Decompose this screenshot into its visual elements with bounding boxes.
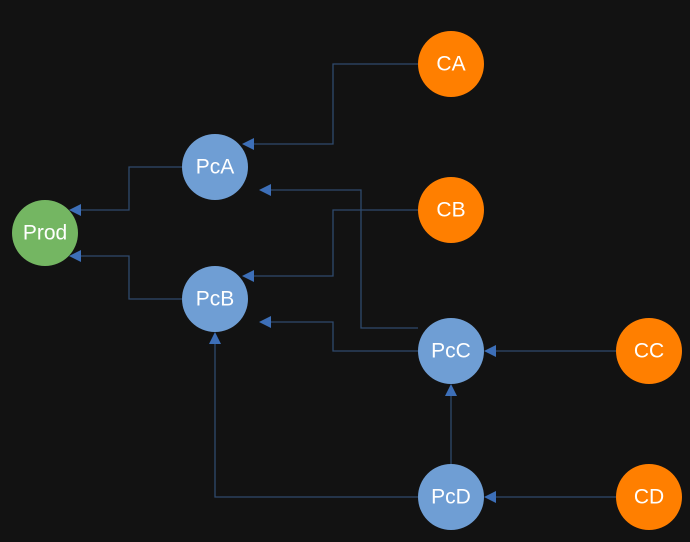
edge-pcc-to-pca bbox=[259, 184, 418, 329]
node-cb[interactable]: CB bbox=[418, 177, 484, 243]
node-label: CA bbox=[436, 53, 465, 76]
node-label: CD bbox=[634, 486, 664, 509]
node-prod[interactable]: Prod bbox=[12, 200, 78, 266]
node-circle bbox=[418, 464, 484, 530]
edge-line bbox=[81, 166, 182, 211]
edges-layer bbox=[69, 63, 616, 503]
edge-line bbox=[81, 255, 182, 300]
edge-line bbox=[271, 321, 418, 352]
node-label: PcC bbox=[431, 340, 471, 363]
node-circle bbox=[12, 200, 78, 266]
nodes-layer: Prod PcA PcB PcC PcD CA CB CC CD bbox=[12, 31, 682, 530]
arrowhead-icon bbox=[484, 491, 496, 503]
edge-pcd-to-pcc bbox=[445, 384, 457, 464]
edge-line bbox=[214, 344, 418, 498]
node-circle bbox=[418, 318, 484, 384]
edge-cc-to-pcc bbox=[484, 345, 616, 357]
node-cd[interactable]: CD bbox=[616, 464, 682, 530]
node-label: CB bbox=[436, 199, 465, 222]
arrowhead-icon bbox=[69, 250, 81, 262]
edge-ca-to-pca bbox=[242, 63, 418, 150]
arrowhead-icon bbox=[242, 138, 254, 150]
arrowhead-icon bbox=[445, 384, 457, 396]
edge-line bbox=[271, 189, 418, 329]
arrowhead-icon bbox=[69, 204, 81, 216]
edge-line bbox=[254, 209, 418, 277]
node-pcd[interactable]: PcD bbox=[418, 464, 484, 530]
edge-cd-to-pcd bbox=[484, 491, 616, 503]
node-pcc[interactable]: PcC bbox=[418, 318, 484, 384]
node-ca[interactable]: CA bbox=[418, 31, 484, 97]
edge-pcd-to-pcb bbox=[209, 332, 418, 498]
node-circle bbox=[182, 266, 248, 332]
arrowhead-icon bbox=[484, 345, 496, 357]
node-circle bbox=[418, 177, 484, 243]
arrowhead-icon bbox=[242, 270, 254, 282]
edge-line bbox=[254, 63, 418, 145]
edge-pcb-to-prod bbox=[69, 250, 182, 300]
arrowhead-icon bbox=[209, 332, 221, 344]
node-circle bbox=[616, 464, 682, 530]
edge-pca-to-prod bbox=[69, 166, 182, 216]
node-label: CC bbox=[634, 340, 664, 363]
node-pca[interactable]: PcA bbox=[182, 134, 248, 200]
edge-pcc-to-pcb bbox=[259, 316, 418, 352]
node-pcb[interactable]: PcB bbox=[182, 266, 248, 332]
node-circle bbox=[182, 134, 248, 200]
arrowhead-icon bbox=[259, 316, 271, 328]
edge-cb-to-pcb bbox=[242, 209, 418, 282]
node-circle bbox=[616, 318, 682, 384]
node-label: Prod bbox=[23, 222, 67, 245]
node-label: PcD bbox=[431, 486, 471, 509]
node-label: PcB bbox=[196, 288, 235, 311]
node-label: PcA bbox=[196, 156, 235, 179]
node-cc[interactable]: CC bbox=[616, 318, 682, 384]
node-circle bbox=[418, 31, 484, 97]
arrowhead-icon bbox=[259, 184, 271, 196]
